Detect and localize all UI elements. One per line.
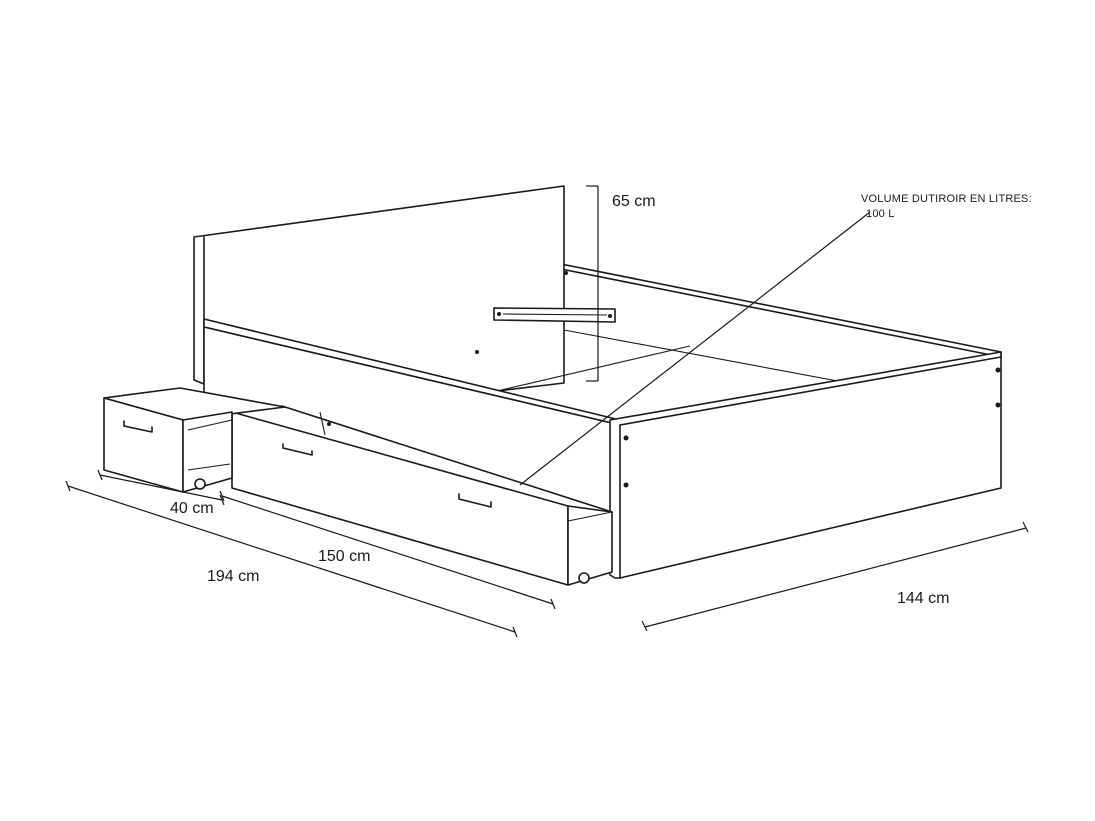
label-headboard-height: 65 cm <box>612 193 656 210</box>
dim-headboard-height <box>586 185 599 382</box>
dim-nightstand <box>97 469 225 506</box>
nightstand-drawer <box>103 387 286 493</box>
dim-total-width <box>641 521 1029 632</box>
label-drawer-volume-value: 100 L <box>866 208 895 220</box>
corner-bracket <box>493 307 616 323</box>
label-nightstand-width: 40 cm <box>170 500 214 517</box>
volume-leader-line <box>519 211 871 486</box>
label-drawer-volume-title: VOLUME DUTIROIR EN LITRES: <box>861 193 1032 205</box>
nightstand-handle <box>123 420 153 433</box>
footboard <box>609 351 1002 579</box>
label-drawer-length: 150 cm <box>318 548 371 565</box>
label-total-width: 144 cm <box>897 590 950 607</box>
label-total-length: 194 cm <box>207 568 260 585</box>
drawer-handle-2 <box>458 493 492 508</box>
dim-drawer-length <box>219 490 556 610</box>
dim-total-length <box>65 480 518 638</box>
drawer-handle-1 <box>282 443 313 456</box>
right-side-rail <box>555 262 1002 358</box>
